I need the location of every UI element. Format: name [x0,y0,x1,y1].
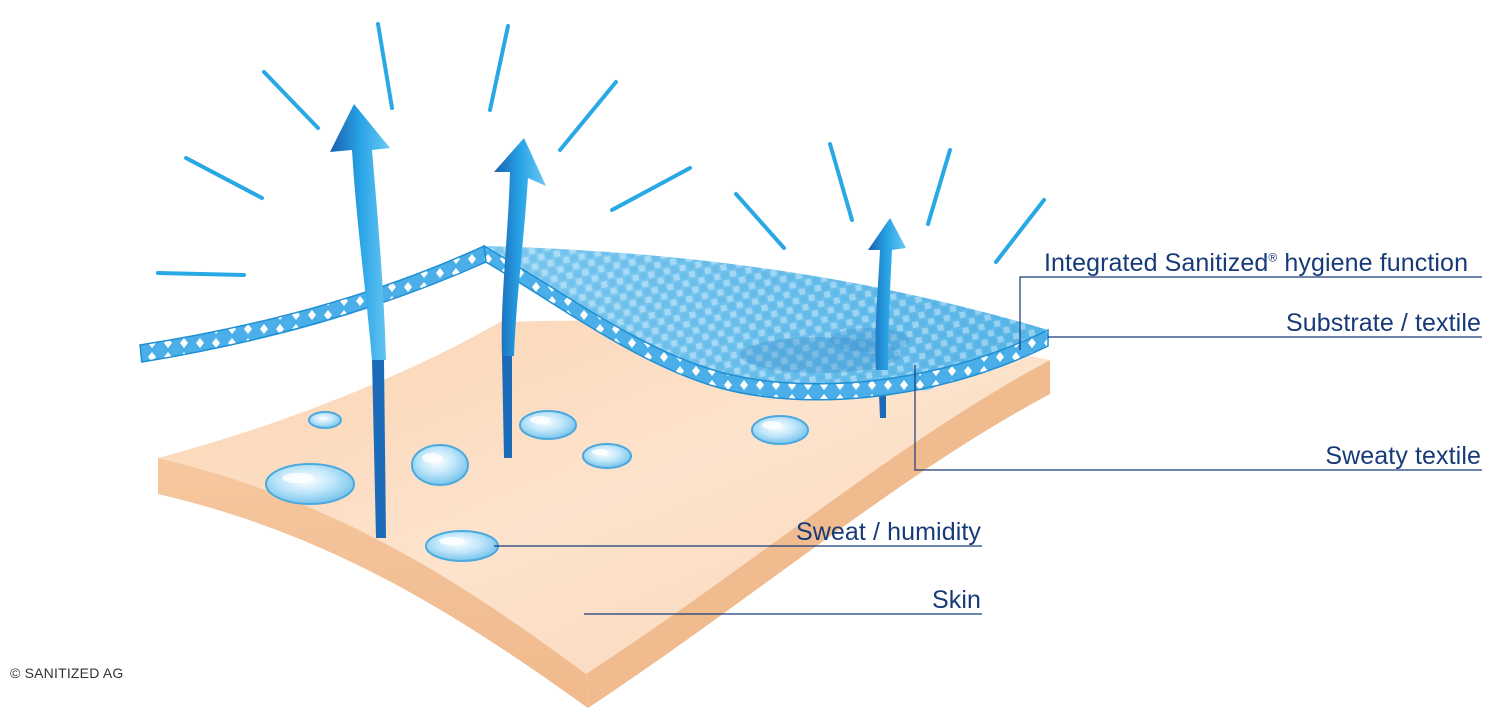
copyright-notice: © SANITIZED AG [10,665,124,681]
textile-edge-left [139,244,487,363]
sweat-droplet [411,444,469,486]
upward-evaporation-arrow-icon [330,104,390,360]
sweat-stain [740,337,900,373]
sweat-droplet [582,443,632,469]
upward-evaporation-arrow-icon [868,218,906,370]
leader-hygiene [1019,276,1482,350]
skin-front [586,360,1050,708]
label-hygiene-function: Integrated Sanitized® hygiene function [1044,249,1469,277]
sweat-droplet [519,410,577,440]
textile-layer [139,244,1049,401]
label-sweaty-textile: Sweaty textile [1325,442,1481,470]
upward-evaporation-arrow-icon [494,138,546,356]
radiating-freshness-rays-icon [156,22,1046,277]
sweat-droplet [425,530,499,562]
sweat-droplet [265,463,355,505]
leader-sweaty-textile [914,365,1482,471]
label-substrate-textile: Substrate / textile [1285,309,1481,337]
sweat-droplet [751,415,809,445]
label-skin: Skin [931,586,981,614]
skin-side [158,458,588,708]
leader-lines [494,276,1482,615]
textile-edge-right [483,244,1049,401]
upward-arrows [330,104,906,370]
label-sweat-humidity: Sweat / humidity [795,518,981,546]
sweat-droplets [265,410,809,562]
sweat-droplet [308,411,342,429]
